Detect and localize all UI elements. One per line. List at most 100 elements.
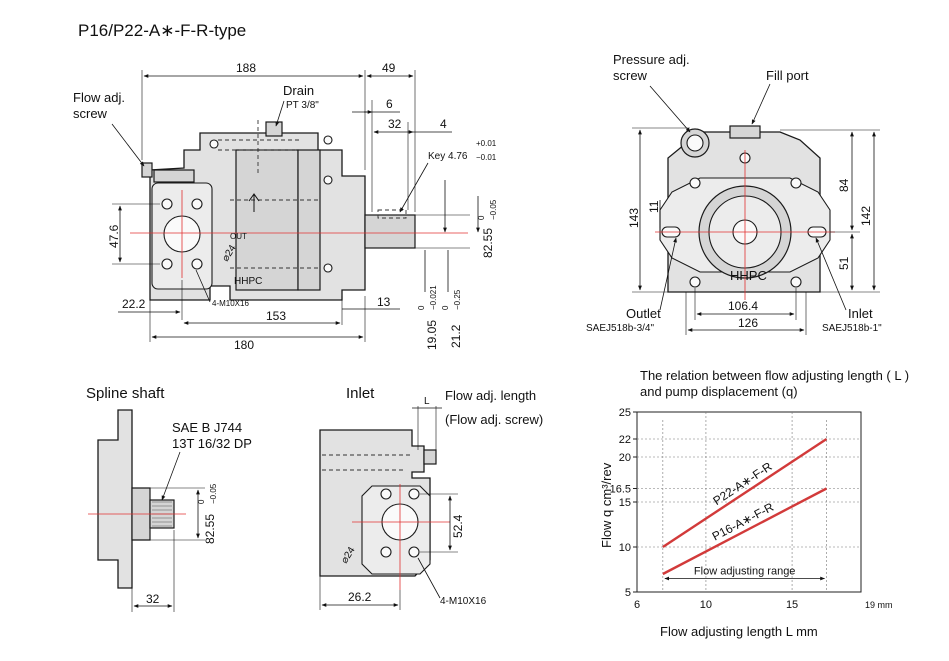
dim-22-2: 22.2: [122, 297, 146, 311]
inlet-spec-label: SAEJ518b-1": [822, 323, 882, 334]
center-housing: [235, 149, 299, 291]
bolt-hole: [380, 488, 392, 500]
bolt-hole: [790, 276, 802, 288]
fill-port-label: Fill port: [766, 68, 809, 83]
flow-adj-screw-body: [141, 162, 153, 178]
drain-label: Drain: [283, 83, 314, 98]
top-flange: [153, 169, 195, 183]
dim-143: 143: [627, 208, 641, 228]
flow-chart: The relation between flow adjusting leng…: [599, 368, 909, 639]
hidden-lines: [322, 454, 410, 471]
drawing-title: P16/P22-A∗-F-R-type: [78, 21, 246, 40]
dim-6: 6: [386, 97, 393, 111]
dim-13: 13: [377, 295, 391, 309]
pressure-adj-label: Pressure adj.: [613, 52, 690, 67]
dim-82-tol-lower: −0.05: [489, 199, 498, 220]
flow-adj-screw-label: (Flow adj. screw): [445, 412, 543, 427]
dim-106-4: 106.4: [728, 299, 758, 313]
bolt-hole: [161, 198, 173, 210]
plug: [323, 135, 333, 145]
dim-51: 51: [837, 256, 851, 270]
dim-180: 180: [234, 338, 254, 352]
chart-x-tick-label: 10: [700, 599, 712, 611]
chart-y-tick-label: 20: [619, 452, 631, 464]
shaft-key: [377, 209, 407, 219]
rear-cover: [297, 149, 321, 291]
pressure-adj-screw-head: [686, 134, 704, 152]
chart-x-tick-label: 6: [634, 599, 640, 611]
leader-line: [815, 237, 847, 311]
brand-label: HHPC: [234, 276, 262, 287]
inlet-view: Inlet Flow adj. length (Flow adj. screw)…: [319, 385, 543, 610]
dim-153: 153: [266, 309, 286, 323]
flow-adj-length-label: Flow adj. length: [445, 388, 536, 403]
dim-49: 49: [382, 61, 396, 75]
leader-line: [751, 83, 771, 125]
leader-line: [275, 100, 285, 127]
chart-caption: The relation between flow adjusting leng…: [640, 368, 909, 383]
key-tol-upper: +0.01: [476, 139, 497, 148]
bolt-hole: [191, 198, 203, 210]
side-view: Flow adj. screw Drain PT 3/8" OUT HHPC ⌀…: [73, 61, 498, 352]
bolt-hole: [689, 276, 701, 288]
bolt-hole: [408, 546, 420, 558]
brand-label: HHPC: [730, 268, 767, 283]
leader-line: [161, 451, 181, 501]
inlet-dim-52-4: 52.4: [451, 514, 465, 538]
spline-dim-32: 32: [146, 592, 160, 606]
spline-flange: [97, 409, 133, 589]
pressure-adj-label: screw: [613, 68, 648, 83]
dim-21-tol-upper: 0: [441, 305, 450, 310]
chart-y-tick-label: 10: [619, 542, 631, 554]
leader-line: [399, 162, 429, 213]
leader-line: [659, 237, 677, 311]
front-view: Pressure adj. screw Fill port HHPC 143 1…: [586, 52, 882, 335]
dim-188: 188: [236, 61, 256, 75]
flow-direction-arrow-icon: [248, 193, 260, 212]
dim-82-tol-upper: 0: [477, 215, 486, 220]
key-tol-lower: −0.01: [476, 153, 497, 162]
bolt-hole: [689, 177, 701, 189]
chart-y-tick-label: 5: [625, 587, 631, 599]
bolt-hole: [408, 488, 420, 500]
spline-dim-82-55: 82.55: [203, 514, 217, 544]
drain-port: [265, 121, 283, 137]
key-label: Key 4.76: [428, 151, 468, 162]
chart-x-unit-label: 19 mm: [865, 600, 893, 610]
leader-line: [195, 269, 211, 303]
plug: [323, 175, 333, 185]
dim-126: 126: [738, 316, 758, 330]
chart-y-tick-label: 25: [619, 407, 631, 419]
flow-adj-screw-body: [423, 449, 437, 465]
inlet-bolt-note: 4-M10X16: [440, 596, 487, 607]
chart-range-label: Flow adjusting range: [694, 566, 796, 578]
leader-line: [649, 85, 691, 133]
dim-84: 84: [837, 178, 851, 192]
dim-4: 4: [440, 117, 447, 131]
flow-adj-label: screw: [73, 106, 108, 121]
chart-series-line: [662, 487, 828, 576]
plug: [323, 263, 333, 273]
dim-142: 142: [859, 206, 873, 226]
chart-y-tick-label: 15: [619, 497, 631, 509]
dim-21-2: 21.2: [449, 324, 463, 348]
hidden-lines: [218, 120, 320, 269]
chart-caption: and pump displacement (q): [640, 384, 798, 399]
inlet-label: Inlet: [848, 306, 873, 321]
L-label: L: [424, 396, 430, 407]
bolt-hole: [191, 258, 203, 270]
spline-tol-lower: −0.05: [209, 483, 218, 504]
chart-series-line: [662, 437, 828, 549]
spline-spec: SAE B J744: [172, 420, 242, 435]
dim-82-55: 82.55: [481, 228, 495, 258]
dim-19-05: 19.05: [425, 320, 439, 350]
spline-title: Spline shaft: [86, 385, 165, 402]
bolt-hole: [161, 258, 173, 270]
chart-y-label: Flow q cm³/rev: [599, 462, 614, 548]
outlet-label: Outlet: [626, 306, 661, 321]
bolt-note-label: 4-M10X16: [212, 299, 249, 308]
drive-shaft: [364, 214, 416, 249]
out-label: OUT: [230, 232, 247, 241]
